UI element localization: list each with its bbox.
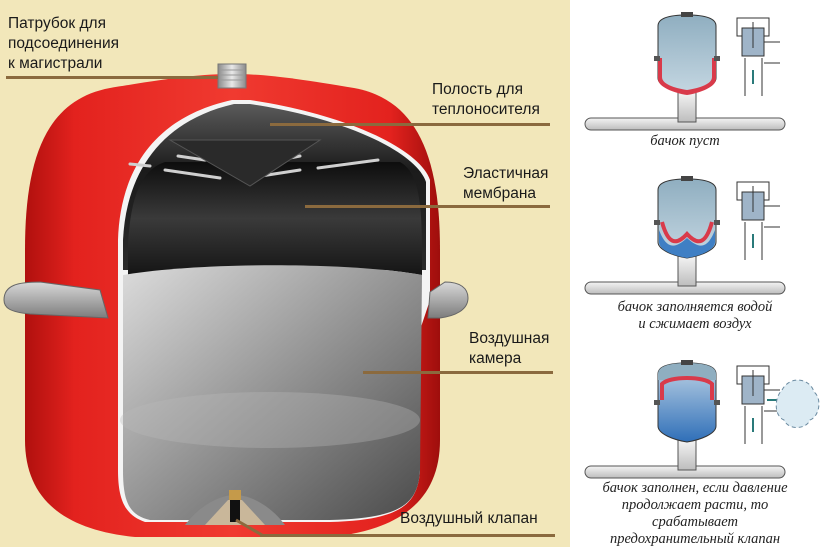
caption-full-line-4: предохранительный клапан (609, 531, 781, 547)
caption-filling: бачок заполняется водой и сжимает воздух (575, 299, 815, 333)
leader-line-air-chamber (363, 371, 553, 374)
leader-line-air-valve (260, 534, 555, 537)
state-empty-diagram (584, 12, 786, 131)
safety-valve-icon (736, 17, 780, 96)
caption-full-line-3: срабатывает (652, 514, 738, 530)
caption-filling-line-2: и сжимает воздух (638, 316, 752, 332)
callout-nozzle: Патрубок для подсоединения к магистрали (8, 14, 119, 74)
caption-full: бачок заполнен, если давление продолжает… (575, 480, 815, 547)
callout-membrane: Эластичная мембрана (463, 164, 548, 204)
callout-air-valve: Воздушный клапан (400, 509, 538, 529)
state-filling-diagram (584, 176, 786, 295)
leader-line-coolant-cavity (270, 123, 550, 126)
steam-cloud-icon (775, 379, 820, 428)
callout-air-chamber: Воздушная камера (469, 329, 549, 369)
operating-states-panel: бачок пуст бачок заполняется водой и сжи… (570, 0, 830, 547)
callout-air-valve-line-1: Воздушный клапан (400, 510, 538, 527)
callout-nozzle-line-3: к магистрали (8, 55, 103, 72)
callout-coolant-cavity-line-2: теплоносителя (432, 101, 540, 118)
leader-line-nozzle (6, 76, 218, 79)
safety-valve-icon (736, 365, 780, 444)
caption-full-line-1: бачок заполнен, если давление (602, 480, 788, 496)
callout-membrane-line-2: мембрана (463, 185, 537, 202)
callout-nozzle-line-2: подсоединения (8, 35, 120, 52)
caption-empty: бачок пуст (590, 133, 780, 150)
caption-empty-line-1: бачок пуст (650, 133, 720, 149)
callout-air-chamber-line-2: камера (469, 350, 522, 367)
callout-coolant-cavity: Полость для теплоносителя (432, 80, 540, 120)
leader-line-membrane (305, 205, 550, 208)
tank-cutaway-panel: Патрубок для подсоединения к магистрали … (0, 0, 570, 547)
callout-membrane-line-1: Эластичная (463, 165, 549, 182)
state-full-diagram (584, 360, 820, 479)
callout-nozzle-line-1: Патрубок для (8, 15, 106, 32)
leader-line-air-valve-diagonal (235, 518, 263, 537)
caption-filling-line-1: бачок заполняется водой (617, 299, 773, 315)
callout-coolant-cavity-line-1: Полость для (432, 81, 523, 98)
safety-valve-icon (736, 181, 780, 260)
caption-full-line-2: продолжает расти, то (621, 497, 769, 513)
callout-air-chamber-line-1: Воздушная (469, 330, 550, 347)
